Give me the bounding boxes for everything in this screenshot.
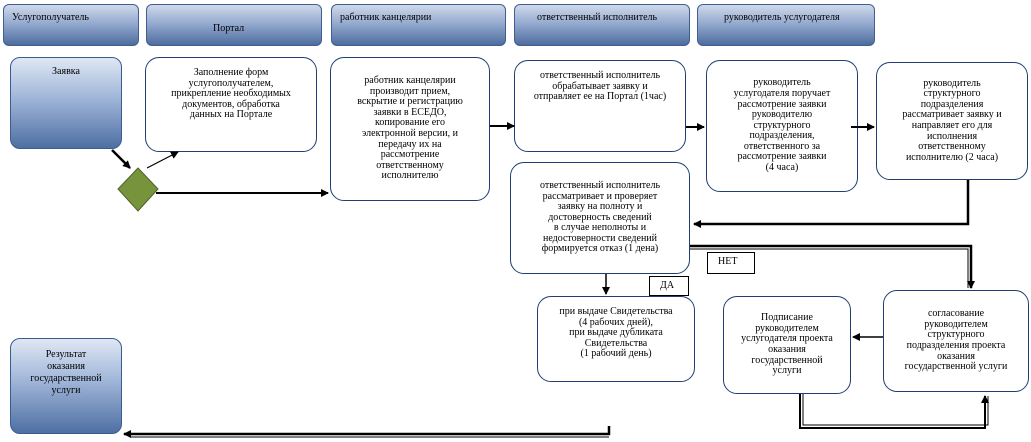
yes-label: ДА	[649, 276, 689, 296]
connector-decision-to-portal	[146, 151, 179, 169]
service-head-assign-box: руководитель услугодателя поручает рассм…	[706, 60, 858, 192]
executor-check-box: ответственный исполнитель рассматривает …	[510, 162, 690, 274]
signing-box: Подписание руководителем услугодателя пр…	[723, 296, 851, 394]
start-application-block: Заявка	[10, 57, 122, 149]
decision-diamond	[117, 167, 159, 212]
connector-no-branch	[690, 244, 975, 289]
connector-start-to-decision	[111, 149, 131, 169]
office-registration-box: работник канцелярии производит прием, вс…	[330, 57, 490, 201]
certificate-issue-box: при выдаче Свидетельства (4 рабочих дней…	[537, 296, 695, 382]
lane-header-service-head: руководитель услугодателя	[697, 4, 875, 46]
executor-process-box: ответственный исполнитель обрабатывает з…	[514, 60, 686, 152]
lane-header-service-recipient: Услугополучатель	[3, 4, 139, 46]
connector-signing-loop	[799, 394, 989, 429]
connector-depthead-to-executor-check	[693, 180, 970, 228]
approval-box: согласование руководителем структурного …	[883, 290, 1029, 392]
no-label: НЕТ	[707, 252, 755, 274]
lane-header-portal: Портал	[146, 4, 322, 46]
connector-to-result	[123, 426, 611, 438]
dept-head-review-box: руководитель структурного подразделения …	[876, 62, 1028, 180]
lane-header-responsible-executor: ответственный исполнитель	[514, 4, 690, 46]
result-block: Результат оказания государственной услуг…	[10, 338, 122, 434]
portal-form-box: Заполнение форм услугополучателем, прикр…	[145, 57, 317, 152]
lane-header-office-worker: работник канцелярии	[331, 4, 506, 46]
